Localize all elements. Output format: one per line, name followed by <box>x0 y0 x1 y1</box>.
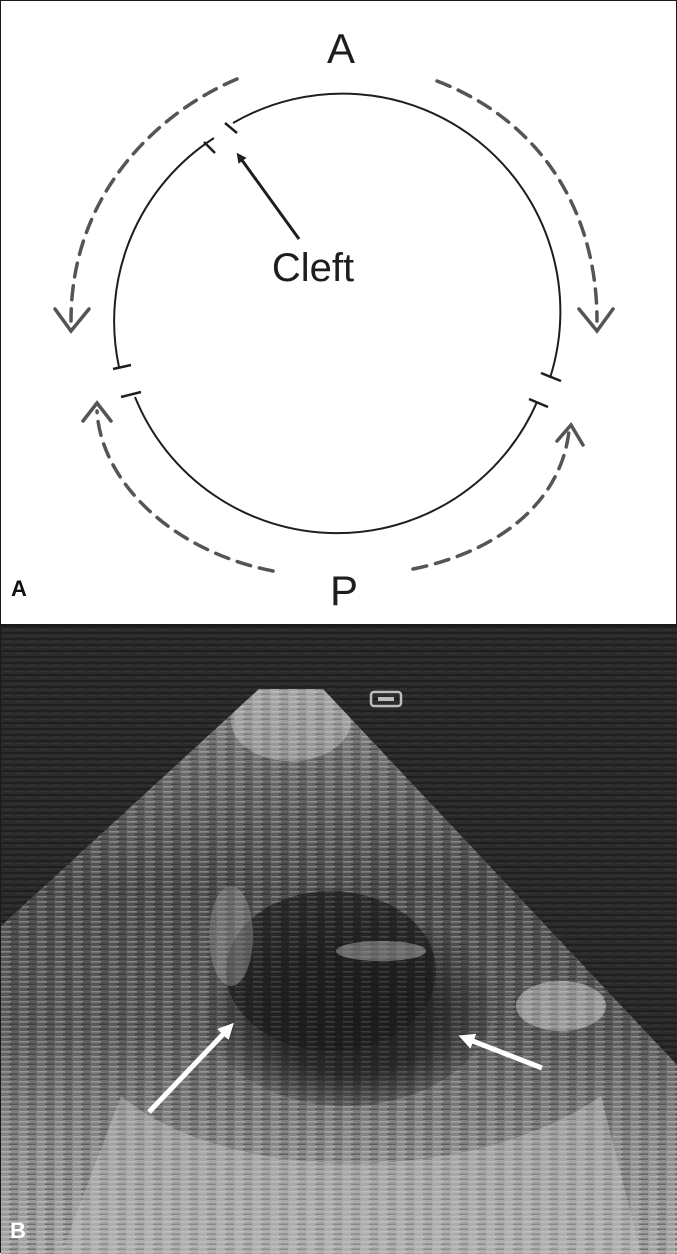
dashed-motion-arrows <box>71 79 597 571</box>
dashed-arrow-upper-left <box>71 79 237 321</box>
dashed-arrow-lower-left <box>97 411 273 571</box>
valve-ring-right-lower <box>135 397 537 533</box>
valve-ring-upper <box>233 94 560 378</box>
panel-a-diagram: A P Cleft A <box>1 1 676 624</box>
panel-label-a: A <box>11 578 27 600</box>
cleft-label: Cleft <box>272 246 354 290</box>
dashed-arrow-upper-right <box>437 81 597 321</box>
dashed-arrow-heads <box>55 309 613 445</box>
panel-b-ultrasound: B <box>1 626 677 1254</box>
panel-label-b: B <box>10 1220 26 1242</box>
anterior-label: A <box>327 25 355 72</box>
mitral-valve-schematic: A P Cleft <box>1 1 676 624</box>
cleft-arrow <box>239 156 299 239</box>
valve-ring-left <box>114 138 214 367</box>
ultrasound-image <box>1 626 677 1254</box>
posterior-label: P <box>330 567 358 614</box>
dashed-arrow-lower-right <box>413 431 569 569</box>
